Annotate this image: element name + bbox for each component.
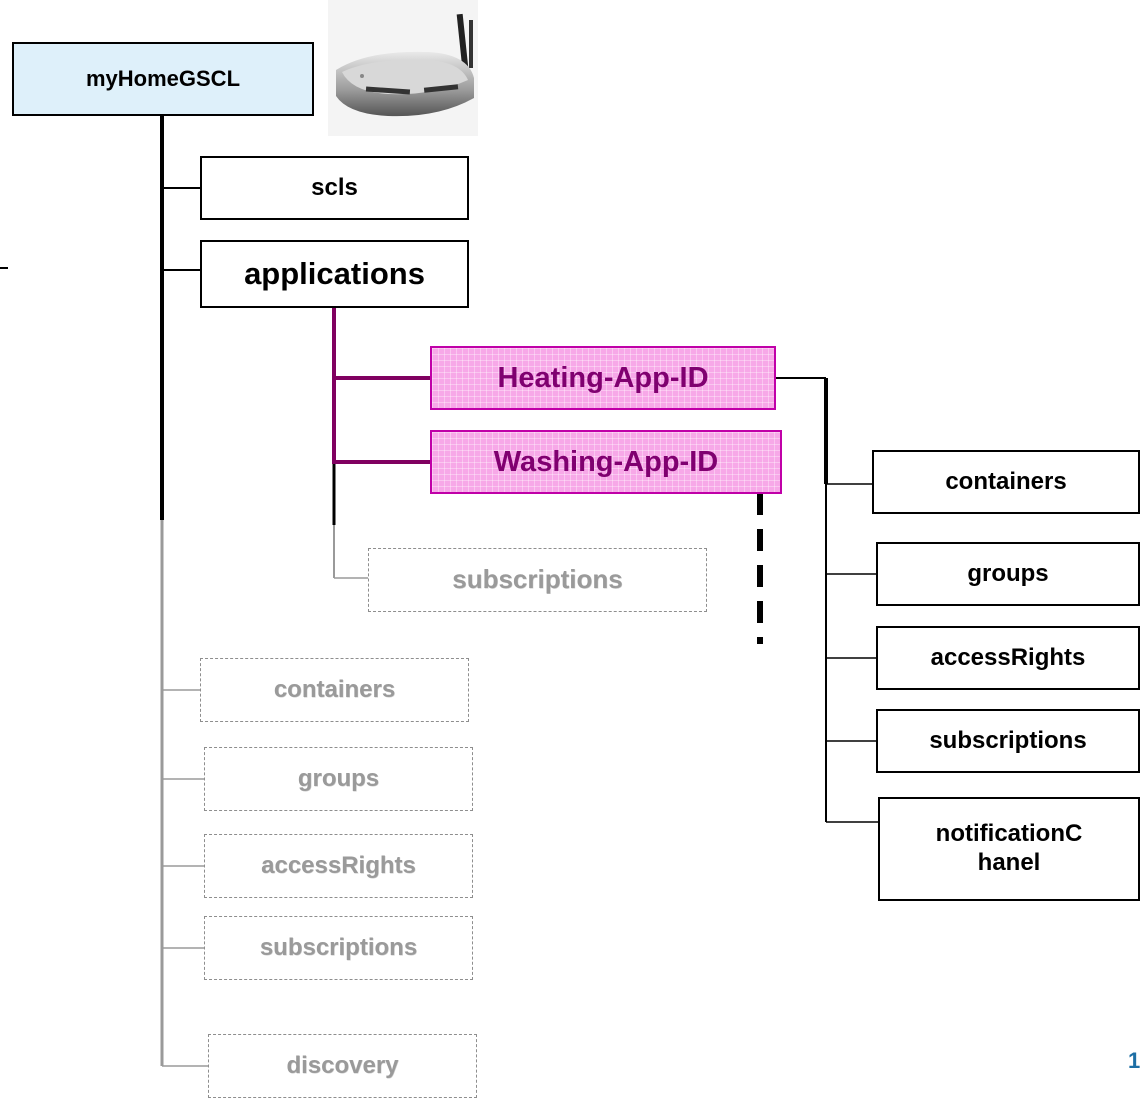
notificationchanel-label: notificationChanel — [935, 820, 1083, 876]
tree-connectors — [0, 115, 878, 1067]
node-scls: scls — [200, 156, 469, 220]
root-node-myhomegscl: myHomeGSCL — [12, 42, 314, 116]
node-heating-accessrights: accessRights — [876, 626, 1140, 690]
page-number: 1 — [1128, 1048, 1140, 1073]
node-heating-subscriptions: subscriptions — [876, 709, 1140, 773]
node-grey-groups: groups — [204, 747, 473, 811]
node-washing-app-id: Washing-App-ID — [430, 430, 782, 494]
node-grey-discovery: discovery — [208, 1034, 477, 1098]
node-heating-groups: groups — [876, 542, 1140, 606]
node-grey-subscriptions: subscriptions — [204, 916, 473, 980]
node-heating-notificationchanel: notificationChanel — [878, 797, 1140, 901]
node-heating-app-id: Heating-App-ID — [430, 346, 776, 410]
node-grey-containers: containers — [200, 658, 469, 722]
node-apps-subscriptions: subscriptions — [368, 548, 707, 612]
node-grey-accessrights: accessRights — [204, 834, 473, 898]
router-icon — [328, 0, 478, 136]
node-applications: applications — [200, 240, 469, 308]
node-heating-containers: containers — [872, 450, 1140, 514]
